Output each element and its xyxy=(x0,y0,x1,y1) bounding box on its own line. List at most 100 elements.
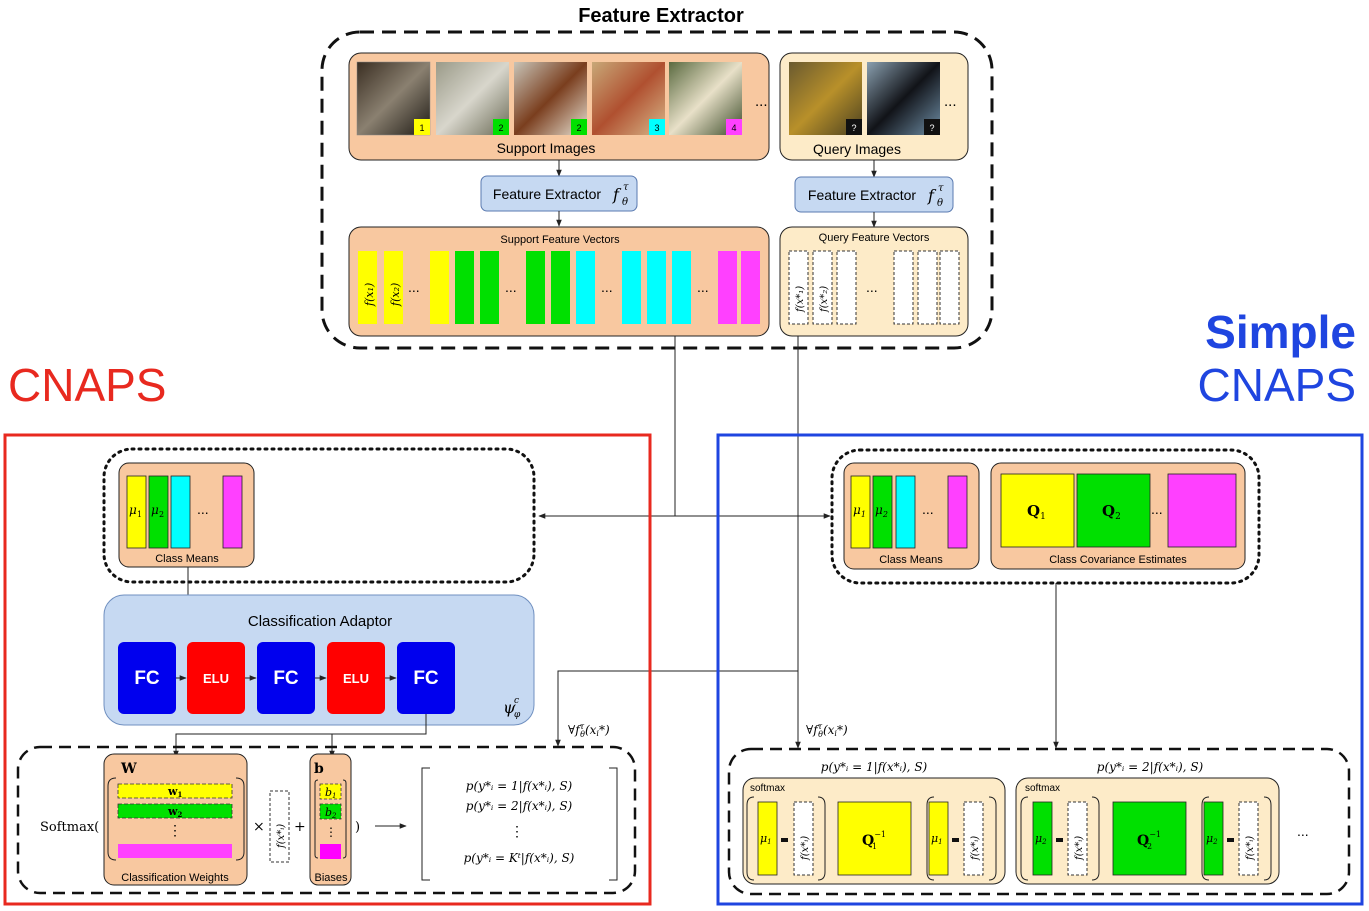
support-vec-2-label: f(x₂) xyxy=(389,283,402,307)
weights-symbol: W xyxy=(120,761,137,777)
close-paren: ) xyxy=(355,820,360,835)
query-vector-bars xyxy=(788,250,960,325)
adaptor-fc-1-label: FC xyxy=(134,668,160,689)
query-badge-1: ? xyxy=(851,123,856,133)
support-images-ellipsis: ... xyxy=(755,93,768,110)
q1-label: Q1 xyxy=(1027,502,1046,522)
query-extractor-sub: θ xyxy=(937,198,943,209)
query-vec-1-label: f(x*₁) xyxy=(795,286,806,313)
weights-vdots: ⋮ xyxy=(168,823,182,839)
simple-title: Simple xyxy=(1205,306,1356,358)
query-feature-extractor-box: Feature Extractor f τ θ xyxy=(794,176,954,213)
cnaps-frame xyxy=(3,433,652,906)
s1-vec-a: f(x*ᵢ) xyxy=(800,836,811,861)
support-badge-2: 2 xyxy=(498,123,503,133)
s1-mu: μ1 xyxy=(760,832,772,846)
adaptor-fc-2: FC xyxy=(257,642,315,714)
weights-label: Classification Weights xyxy=(121,872,229,884)
query-image-2: ? xyxy=(867,62,940,135)
query-extractor-sup: τ xyxy=(938,183,944,194)
cnaps-prob-vdots: ⋮ xyxy=(510,824,524,840)
support-badge-1: 1 xyxy=(419,123,424,133)
adaptor-title: Classification Adaptor xyxy=(248,613,392,630)
support-image-5: 4 xyxy=(669,62,742,135)
times-sign: × xyxy=(253,819,265,835)
biases-symbol: b xyxy=(314,761,324,777)
w2-label: w2 xyxy=(167,805,182,819)
simple-prob-2: p(y*ᵢ = 2|f(x*ᵢ), S) xyxy=(1097,760,1204,774)
simple-mu2: μ2 xyxy=(875,503,888,519)
support-vectors-ellipsis-2: ... xyxy=(505,279,517,295)
cnaps-mu2: μ xyxy=(151,503,159,517)
support-vectors-ellipsis-1: ... xyxy=(408,279,420,295)
b2-label: b2 xyxy=(325,806,337,820)
cnaps-prob-1: p(y*ᵢ = 1|f(x*ᵢ), S) xyxy=(466,779,573,793)
cnaps-mu1-sub: 1 xyxy=(137,510,142,519)
s1-mu-b: μ1 xyxy=(931,832,943,846)
simple-means-dotted xyxy=(830,448,1261,585)
support-feature-extractor-box: Feature Extractor f τ θ xyxy=(480,175,638,212)
support-badge-3: 2 xyxy=(576,123,581,133)
s2-mu-b: μ2 xyxy=(1206,832,1218,846)
support-vectors-ellipsis-3: ... xyxy=(601,279,613,295)
support-images-label: Support Images xyxy=(497,140,596,156)
simple-prob-1: p(y*ᵢ = 1|f(x*ᵢ), S) xyxy=(821,760,928,774)
cnaps-means-ellipsis: ... xyxy=(197,501,209,517)
cnaps-prob-2: p(y*ᵢ = 2|f(x*ᵢ), S) xyxy=(466,799,573,813)
adaptor-psi-sup: c xyxy=(514,696,519,706)
softmax-2-label: softmax xyxy=(1025,783,1060,794)
cov-ellipsis: ... xyxy=(1151,501,1163,517)
s2-mu: μ2 xyxy=(1035,832,1047,846)
support-vec-1-label: f(x₁) xyxy=(363,283,376,307)
softmax-open: Softmax( xyxy=(40,820,99,835)
adaptor-fc-1: FC xyxy=(118,642,176,714)
adaptor-elu-2: ELU xyxy=(327,642,385,714)
support-vectors-ellipsis-4: ... xyxy=(697,279,709,295)
query-badge-2: ? xyxy=(929,123,934,133)
feature-extractor-frame xyxy=(320,30,994,350)
query-extractor-label: Feature Extractor xyxy=(808,187,916,203)
cnaps-prob-K: p(y*ᵢ = Kᵗ|f(x*ᵢ), S) xyxy=(464,851,575,865)
covariance-label: Class Covariance Estimates xyxy=(1049,554,1187,566)
support-extractor-sup: τ xyxy=(623,182,629,193)
simple-output-frame xyxy=(727,747,1351,896)
support-image-4: 3 xyxy=(592,62,665,135)
support-badge-5: 4 xyxy=(731,123,736,133)
adaptor-fc-2-label: FC xyxy=(273,668,299,689)
query-vectors-ellipsis: ... xyxy=(866,279,878,295)
biases-vdots: ⋮ xyxy=(325,825,337,839)
cnaps-class-means-dotted xyxy=(102,447,536,584)
query-images-ellipsis: ... xyxy=(944,93,957,110)
simple-means-ellipsis: ... xyxy=(922,501,934,517)
softmax-1-label: softmax xyxy=(750,783,785,794)
query-image-1: ? xyxy=(789,62,862,135)
simple-cnaps-frame xyxy=(716,433,1364,906)
adaptor-elu-2-label: ELU xyxy=(343,671,369,686)
plus-sign: + xyxy=(294,819,306,835)
s1-vec-b: f(x*ᵢ) xyxy=(970,836,981,861)
biases-label: Biases xyxy=(314,872,348,884)
support-vectors-label: Support Feature Vectors xyxy=(500,234,620,246)
adaptor-elu-1: ELU xyxy=(187,642,245,714)
simple-mu1: μ1 xyxy=(853,503,866,519)
s2-vec-a: f(x*ᵢ) xyxy=(1074,836,1085,861)
cnaps-mu2-sub: 2 xyxy=(159,510,164,519)
adaptor-fc-3-label: FC xyxy=(413,668,439,689)
cnaps-class-means-label: Class Means xyxy=(155,553,219,565)
support-extractor-label: Feature Extractor xyxy=(493,186,601,202)
feature-extractor-title: Feature Extractor xyxy=(578,5,744,27)
simple-cnaps-title: CNAPS xyxy=(1198,359,1356,411)
cnaps-query-vec: f(x*ᵢ) xyxy=(276,824,287,849)
simple-class-means-label: Class Means xyxy=(879,554,943,566)
cnaps-output-frame xyxy=(16,745,637,895)
simple-blocks-ellipsis: ... xyxy=(1297,823,1309,839)
cnaps-mu1: μ xyxy=(129,503,137,517)
support-image-2: 2 xyxy=(436,62,509,135)
w1-label: w1 xyxy=(167,785,182,799)
support-image-3: 2 xyxy=(514,62,587,135)
